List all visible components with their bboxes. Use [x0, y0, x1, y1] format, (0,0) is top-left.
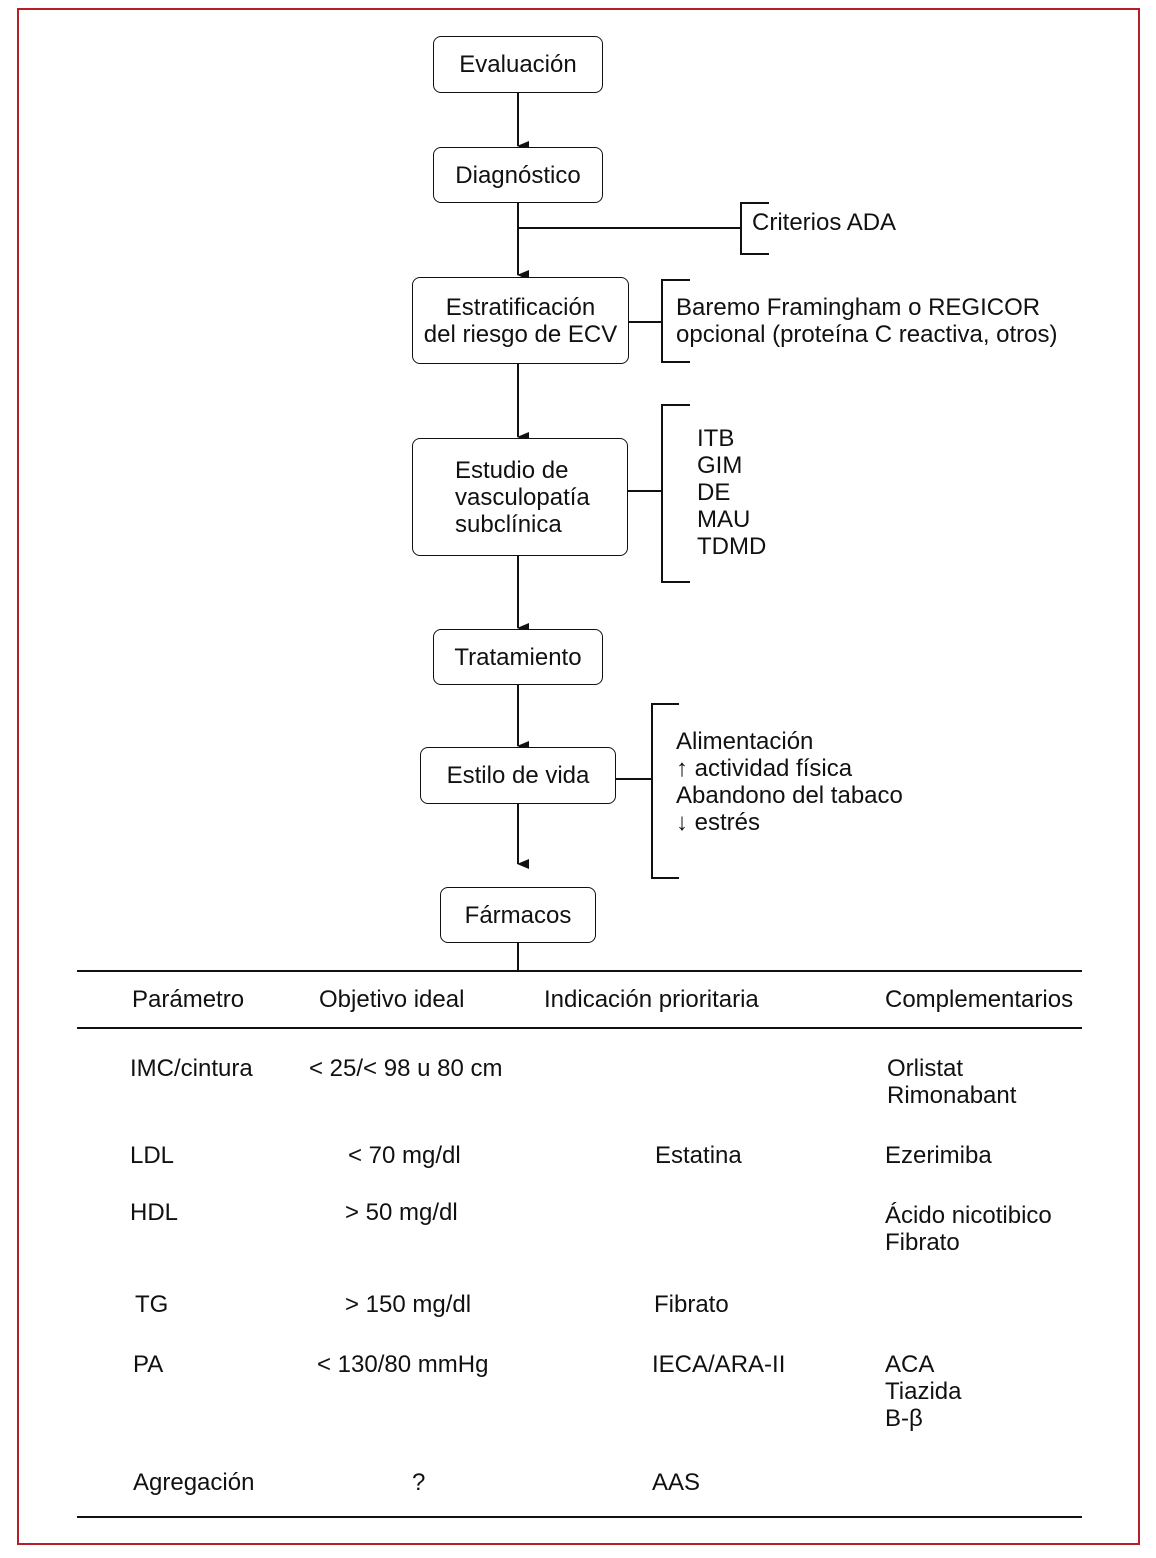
box-estudio-line-1: Estudio de	[455, 456, 569, 484]
note-subclinica-item: MAU	[697, 506, 751, 533]
complementario-item: ACA	[885, 1351, 935, 1378]
cell-param: TG	[135, 1291, 169, 1318]
box-evaluacion-label: Evaluación	[459, 51, 577, 78]
cell-complementarios: ACA Tiazida B-β	[885, 1351, 961, 1432]
figure-frame	[17, 8, 1140, 1545]
bracket-subclinica	[661, 404, 690, 583]
note-subclinica-item: DE	[697, 479, 731, 506]
box-estilo-label: Estilo de vida	[446, 762, 590, 789]
cell-objetivo: ?	[412, 1469, 426, 1496]
complementario-item: Ezerimiba	[885, 1142, 992, 1169]
box-estilo-de-vida: Estilo de vida	[420, 747, 616, 804]
note-subclinica-item: GIM	[697, 452, 743, 479]
cell-complementarios: Ezerimiba	[885, 1142, 992, 1169]
cell-indicacion: AAS	[652, 1469, 701, 1496]
note-baremo: Baremo Framingham o REGICOR opcional (pr…	[676, 294, 1058, 348]
note-estilo-item: Alimentación	[676, 728, 814, 755]
cell-param: Agregación	[133, 1469, 255, 1496]
box-estratificacion-line-1: Estratificación	[445, 293, 596, 321]
complementario-item: B-β	[885, 1405, 923, 1432]
bracket-criterios	[740, 202, 769, 255]
box-estratificacion-line-2: del riesgo de ECV	[423, 320, 618, 348]
cell-indicacion: Estatina	[655, 1142, 742, 1169]
note-estilo-item: Abandono del tabaco	[676, 782, 903, 809]
cell-param: HDL	[130, 1199, 179, 1226]
cell-indicacion: Fibrato	[654, 1291, 729, 1318]
box-tratamiento: Tratamiento	[433, 629, 603, 685]
cell-objetivo: > 150 mg/dl	[345, 1291, 472, 1318]
box-tratamiento-label: Tratamiento	[454, 643, 582, 671]
box-diagnostico: Diagnóstico	[433, 147, 603, 203]
bracket-estilo	[651, 703, 679, 879]
complementario-item: Fibrato	[885, 1229, 960, 1256]
cell-indicacion: IECA/ARA-II	[652, 1351, 786, 1378]
box-estudio-line-3: subclínica	[455, 510, 562, 538]
box-estudio-vasculopatia: Estudio de vasculopatía subclínica	[412, 438, 628, 556]
cell-complementarios: Orlistat Rimonabant	[887, 1055, 1016, 1109]
note-subclinica-item: TDMD	[697, 533, 767, 560]
box-estudio-line-2: vasculopatía	[455, 483, 590, 511]
bracket-baremo	[661, 279, 690, 363]
table-header-indicacion: Indicación prioritaria	[544, 986, 759, 1013]
complementario-item: Tiazida	[885, 1378, 962, 1405]
complementario-item: Ácido nicotibico	[885, 1202, 1052, 1229]
cell-objetivo: < 70 mg/dl	[348, 1142, 461, 1169]
box-estratificacion: Estratificación del riesgo de ECV	[412, 277, 629, 364]
cell-objetivo: < 130/80 mmHg	[317, 1351, 489, 1378]
table-header-complementarios: Complementarios	[885, 986, 1074, 1013]
note-baremo-line-1: Baremo Framingham o REGICOR	[676, 294, 1041, 321]
cell-complementarios: Ácido nicotibico Fibrato	[885, 1202, 1052, 1256]
box-farmacos: Fármacos	[440, 887, 596, 943]
note-estilo-list: Alimentación ↑ actividad física Abandono…	[676, 728, 903, 836]
box-farmacos-label: Fármacos	[464, 901, 572, 929]
cell-objetivo: < 25/< 98 u 80 cm	[309, 1055, 503, 1082]
box-diagnostico-label: Diagnóstico	[455, 161, 581, 189]
note-estilo-item: ↑ actividad física	[676, 755, 853, 782]
note-baremo-line-2: opcional (proteína C reactiva, otros)	[676, 321, 1058, 348]
table-header-objetivo: Objetivo ideal	[319, 986, 465, 1013]
cell-param: PA	[133, 1351, 164, 1378]
note-estilo-item: ↓ estrés	[676, 809, 761, 836]
table-header-parametro: Parámetro	[132, 986, 245, 1013]
complementario-item: Rimonabant	[887, 1082, 1017, 1109]
note-criterios-ada: Criterios ADA	[752, 209, 897, 236]
note-subclinica-list: ITB GIM DE MAU TDMD	[697, 425, 766, 560]
cell-param: IMC/cintura	[130, 1055, 253, 1082]
box-evaluacion: Evaluación	[433, 36, 603, 93]
cell-objetivo: > 50 mg/dl	[345, 1199, 458, 1226]
complementario-item: Orlistat	[887, 1055, 964, 1082]
note-subclinica-item: ITB	[697, 425, 735, 452]
cell-param: LDL	[130, 1142, 175, 1169]
